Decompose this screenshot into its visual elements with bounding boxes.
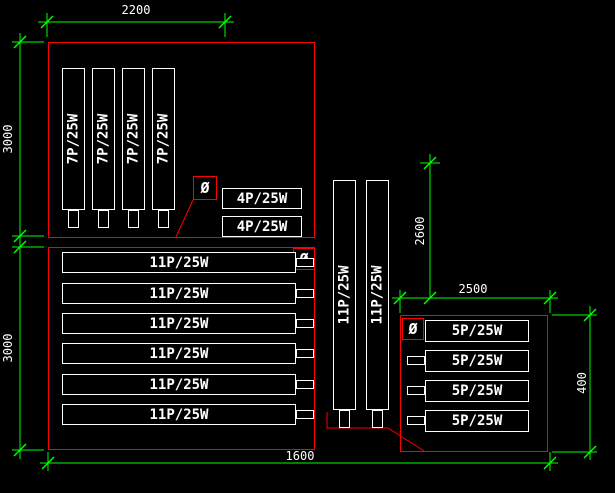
panel-4p-1: 4P/25W	[222, 188, 302, 209]
phase-symbol-icon: Ø	[200, 179, 210, 197]
panel-11p-v-1: 11P/25W	[333, 180, 356, 410]
panel-label: 4P/25W	[236, 218, 288, 235]
panel-label: 7P/25W	[95, 113, 112, 165]
dim-text-bottom-width: 1600	[285, 449, 315, 463]
panel-label: 5P/25W	[451, 383, 503, 399]
connector-stub	[98, 210, 109, 228]
connector-stub	[68, 210, 79, 228]
red-outline-bottom-left-group	[48, 247, 315, 450]
connector-stub	[296, 319, 314, 328]
dim-text-left-lower-height: 3000	[1, 333, 15, 363]
panel-11p-h-3: 11P/25W	[62, 313, 296, 334]
phase-symbol-box-3: Ø	[402, 318, 424, 340]
panel-11p-v-2: 11P/25W	[366, 180, 389, 410]
panel-5p-3: 5P/25W	[425, 380, 529, 402]
red-connector-lines	[175, 199, 425, 452]
panel-11p-h-6: 11P/25W	[62, 404, 296, 425]
panel-5p-2: 5P/25W	[425, 350, 529, 372]
connector-stub	[296, 289, 314, 298]
panel-5p-4: 5P/25W	[425, 410, 529, 432]
panel-7p-1: 7P/25W	[62, 68, 85, 210]
panel-label: 11P/25W	[149, 406, 209, 423]
dim-text-left-upper-height: 3000	[1, 124, 15, 154]
panel-label: 5P/25W	[451, 323, 503, 339]
connector-stub	[407, 386, 425, 395]
panel-label: 5P/25W	[451, 413, 503, 429]
panel-7p-4: 7P/25W	[152, 68, 175, 210]
panel-label: 4P/25W	[236, 190, 288, 207]
connector-stub	[128, 210, 139, 228]
panel-11p-h-1: 11P/25W	[62, 252, 296, 273]
panel-7p-2: 7P/25W	[92, 68, 115, 210]
connector-stub	[372, 410, 383, 428]
panel-5p-1: 5P/25W	[425, 320, 529, 342]
panel-label: 11P/25W	[149, 376, 209, 393]
panel-label: 11P/25W	[149, 254, 209, 271]
connector-stub	[296, 349, 314, 358]
panel-label: 11P/25W	[149, 315, 209, 332]
panel-11p-h-4: 11P/25W	[62, 343, 296, 364]
phase-symbol-icon: Ø	[408, 320, 418, 338]
red-outline-top-left-group	[48, 42, 315, 238]
phase-symbol-box-1: Ø	[193, 176, 217, 200]
dim-text-top-width: 2200	[121, 3, 151, 17]
panel-11p-h-5: 11P/25W	[62, 374, 296, 395]
dim-text-right-height: 400	[575, 372, 589, 394]
panel-label: 7P/25W	[125, 113, 142, 165]
panel-label: 11P/25W	[149, 345, 209, 362]
connector-stub	[339, 410, 350, 428]
panel-label: 7P/25W	[65, 113, 82, 165]
panel-label: 11P/25W	[369, 265, 386, 325]
connector-stub	[296, 258, 314, 267]
connector-stub	[296, 410, 314, 419]
panel-label: 11P/25W	[336, 265, 353, 325]
connector-stub	[158, 210, 169, 228]
connector-stub	[296, 380, 314, 389]
panel-11p-h-2: 11P/25W	[62, 283, 296, 304]
red-outline-right-group	[400, 315, 548, 452]
connector-stub	[407, 356, 425, 365]
panel-label: 11P/25W	[149, 285, 209, 302]
dim-text-middle-height: 2600	[413, 216, 427, 246]
connector-stub	[407, 416, 425, 425]
dim-text-right-upper-width: 2500	[458, 282, 488, 296]
panel-label: 7P/25W	[155, 113, 172, 165]
panel-label: 5P/25W	[451, 353, 503, 369]
panel-7p-3: 7P/25W	[122, 68, 145, 210]
panel-4p-2: 4P/25W	[222, 216, 302, 237]
dimension-lines	[12, 13, 597, 471]
